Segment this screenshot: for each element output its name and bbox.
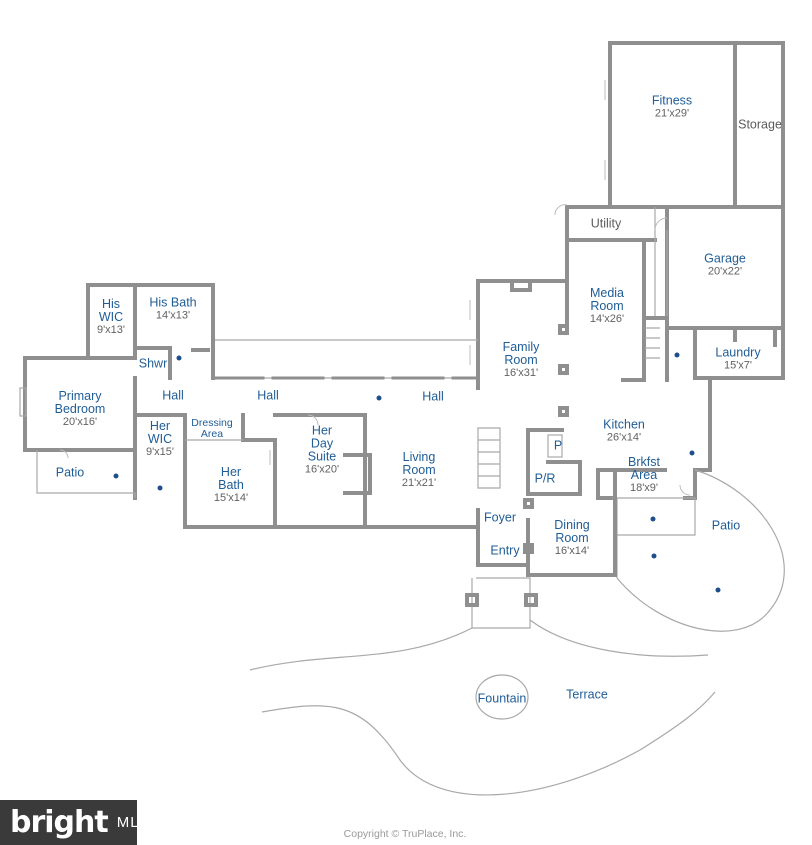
room-label-powder-room: P/R [534, 471, 556, 486]
primary-suite-walls [19, 283, 480, 529]
east-wall [683, 376, 712, 500]
room-label-foyer: Foyer [484, 510, 516, 525]
logo-brand: bright [10, 805, 109, 840]
bright-mls-logo: bright MLS [0, 800, 150, 845]
room-label-fountain: Fountain [477, 691, 527, 706]
patio-east-outline [616, 469, 785, 632]
hall-gallery [213, 339, 478, 379]
copyright-text: Copyright © TruPlace, Inc. [343, 828, 467, 840]
room-label-dressing-area: Dressing Area [191, 417, 233, 440]
laundry-walls [693, 326, 785, 380]
room-label-entry: Entry [490, 543, 520, 558]
room-label-pantry: P [553, 438, 563, 453]
room-label-storage: Storage [738, 117, 782, 132]
room-label-patio-west: Patio [55, 465, 85, 480]
room-label-hall-3: Hall [422, 389, 444, 404]
room-label-shwr: Shwr [138, 356, 168, 371]
room-label-utility: Utility [590, 216, 622, 231]
logo-suffix: MLS [116, 814, 151, 831]
entry-walls [465, 427, 538, 629]
room-label-hall-1: Hall [162, 388, 184, 403]
brkfst-walls [596, 468, 667, 500]
fixture-dots [113, 352, 721, 593]
kitchen-dining-walls [523, 428, 617, 577]
room-label-terrace: Terrace [566, 687, 608, 702]
terrace-outline [249, 619, 716, 796]
media-family-walls [476, 238, 669, 417]
room-label-hall-2: Hall [257, 388, 279, 403]
door-swings [59, 80, 691, 496]
room-label-patio-east: Patio [711, 518, 741, 533]
